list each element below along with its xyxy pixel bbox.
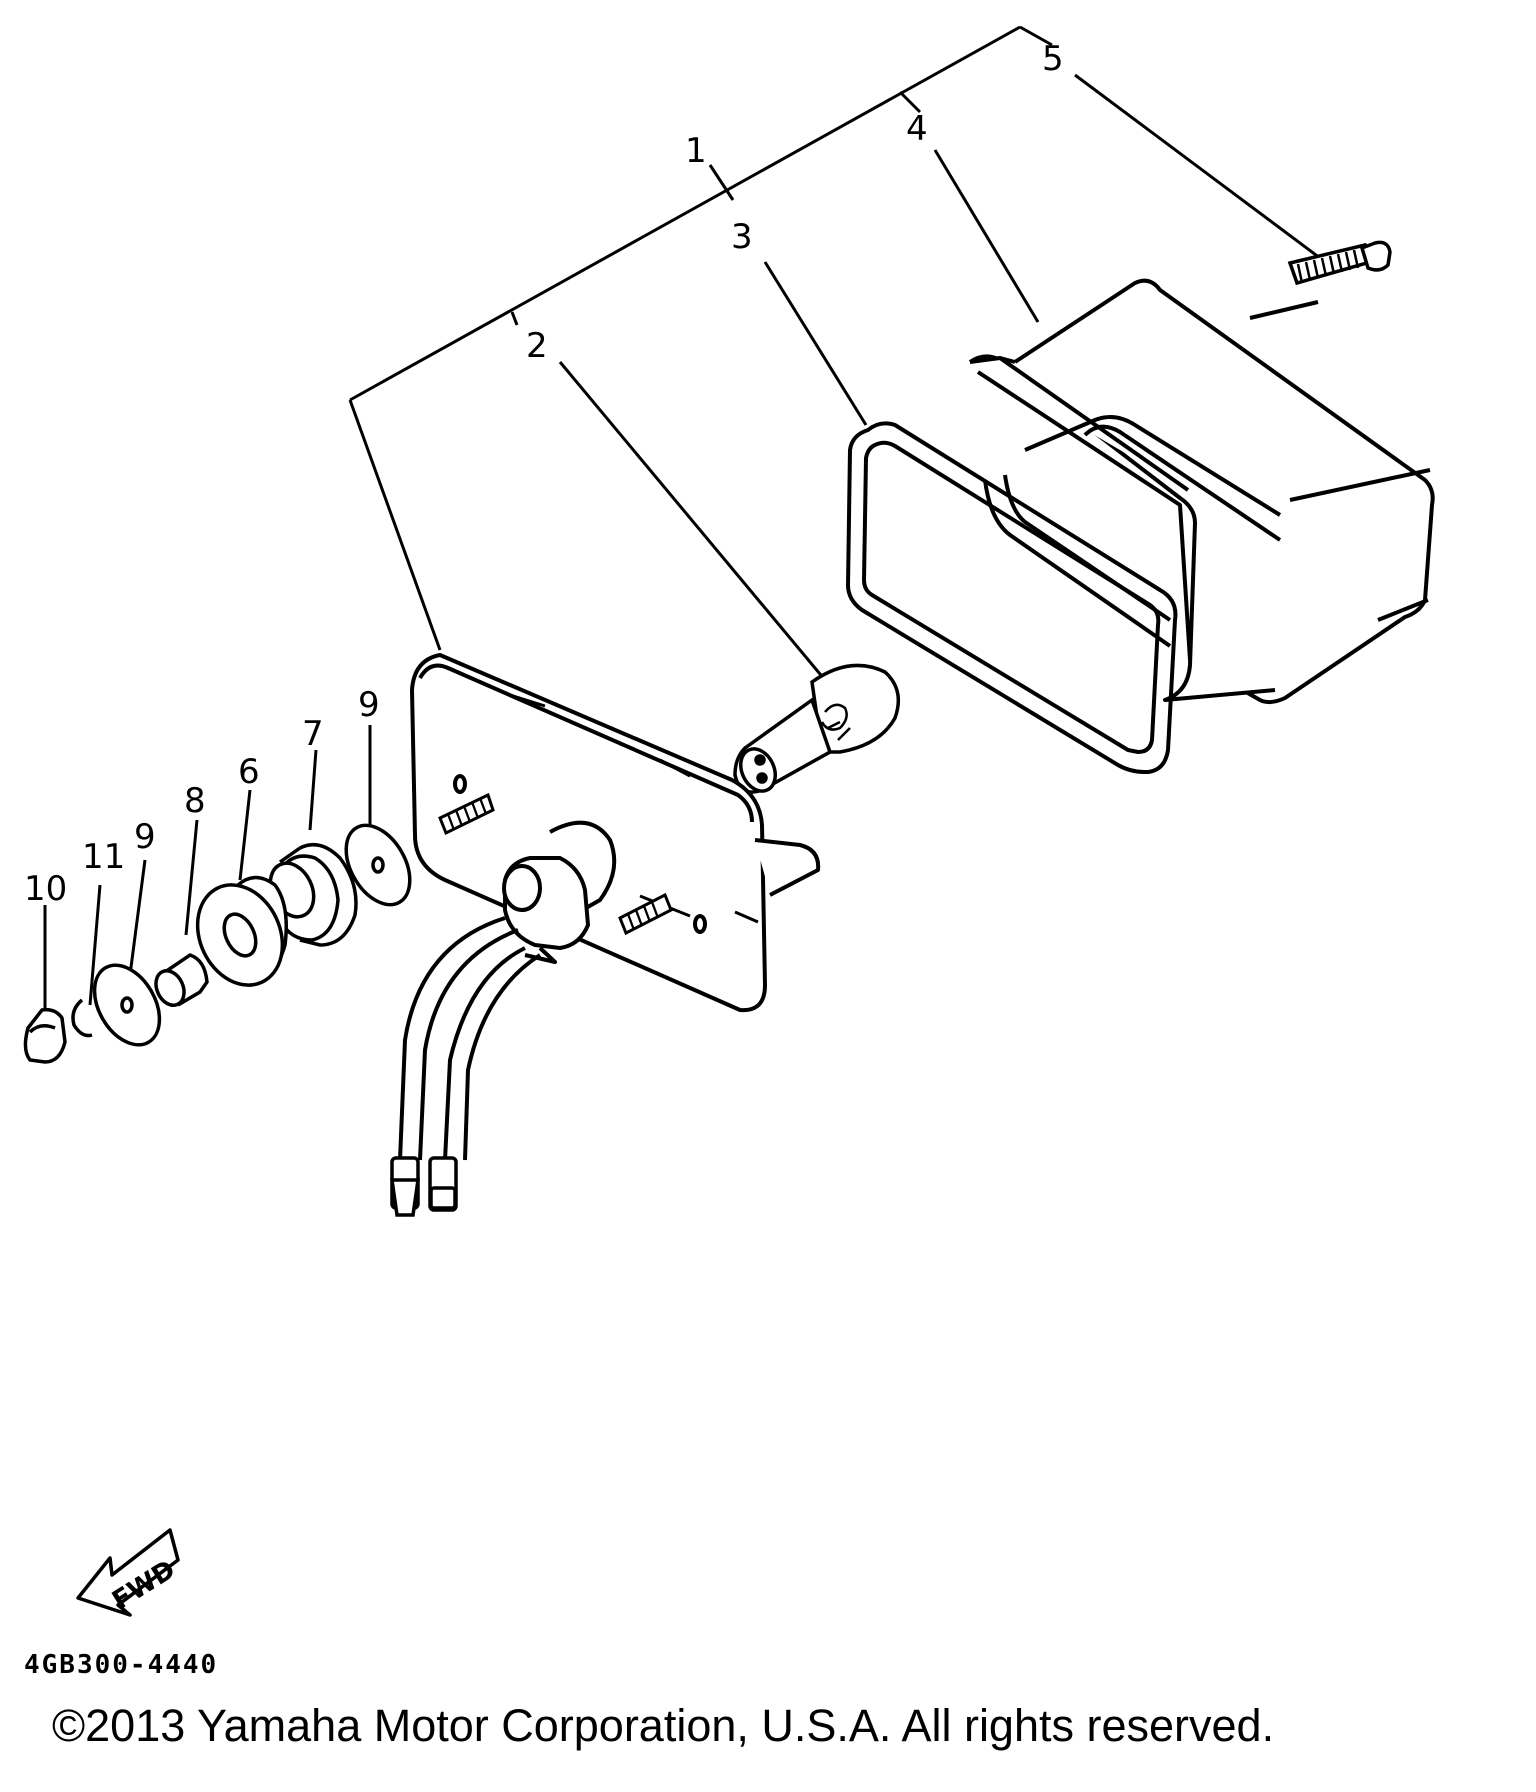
diagram-code: 4GB300-4440	[24, 1650, 219, 1680]
leader-lines	[45, 27, 1320, 1040]
callout-11: 11	[82, 837, 125, 877]
callout-7: 7	[302, 714, 324, 754]
callout-6: 6	[238, 752, 260, 792]
callout-4: 4	[906, 109, 928, 149]
callout-1: 1	[685, 131, 707, 171]
callout-5: 5	[1042, 39, 1064, 79]
nut	[25, 1010, 65, 1062]
callout-9-left: 9	[134, 817, 156, 857]
ring	[182, 871, 298, 999]
screw	[1290, 242, 1390, 283]
callout-2: 2	[526, 326, 548, 366]
clip	[73, 1000, 92, 1036]
callout-3: 3	[731, 217, 753, 257]
wires	[400, 918, 540, 1160]
collar	[151, 955, 207, 1010]
bulb	[734, 665, 898, 796]
wire-connectors	[392, 1158, 456, 1215]
callout-8: 8	[184, 781, 206, 821]
copyright-notice: ©2013 Yamaha Motor Corporation, U.S.A. A…	[52, 1700, 1275, 1751]
fwd-arrow: FWD	[78, 1530, 181, 1616]
callout-numbers: 5 4 1 3 2 9 7 6 8 9 11 10	[24, 39, 1064, 909]
base-plate	[412, 655, 818, 1010]
callout-9-right: 9	[358, 685, 380, 725]
studs	[440, 795, 671, 933]
callout-10: 10	[24, 869, 67, 909]
washer-right	[333, 814, 423, 915]
washer-left	[81, 954, 172, 1056]
gasket	[848, 423, 1175, 772]
lens-housing	[970, 281, 1433, 702]
